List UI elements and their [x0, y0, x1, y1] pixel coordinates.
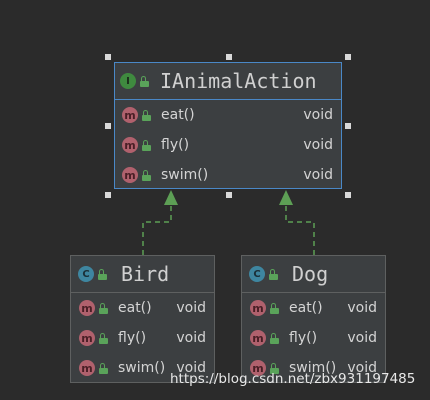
method-return-type: void [303, 167, 333, 183]
resize-handle-right[interactable] [345, 123, 351, 129]
class-icon: C [249, 266, 265, 282]
class-title: Bird [121, 262, 170, 286]
method-icon: m [122, 167, 138, 183]
method-icon: m [250, 300, 266, 316]
public-lock-icon [269, 268, 278, 280]
method-icon: m [250, 360, 266, 376]
class-box-dog[interactable]: C Dog m eat() void m fly() void m swim()… [241, 255, 386, 383]
method-name: fly() [118, 330, 147, 346]
class-method-row[interactable]: m fly() void [71, 323, 214, 353]
class-method-row[interactable]: m eat() void [242, 293, 385, 323]
class-method-row[interactable]: m fly() void [242, 323, 385, 353]
class-header[interactable]: C Dog [242, 256, 385, 293]
method-name: eat() [118, 300, 152, 316]
method-return-type: void [347, 330, 377, 346]
method-icon: m [79, 300, 95, 316]
method-return-type: void [176, 330, 206, 346]
interface-method-row[interactable]: m fly() void [115, 130, 341, 160]
method-return-type: void [347, 360, 377, 376]
resize-handle-bottom[interactable] [226, 192, 232, 198]
class-title: Dog [292, 262, 329, 286]
resize-handle-top[interactable] [226, 54, 232, 60]
method-return-type: void [176, 360, 206, 376]
method-return-type: void [303, 107, 333, 123]
method-name: eat() [289, 300, 323, 316]
public-lock-icon [99, 362, 108, 374]
method-icon: m [122, 137, 138, 153]
resize-handle-top-right[interactable] [345, 54, 351, 60]
interface-box[interactable]: I IAnimalAction m eat() void m fly() voi… [114, 62, 342, 189]
bird-realization-link [142, 190, 178, 255]
method-name: fly() [161, 137, 190, 153]
method-name: swim() [118, 360, 166, 376]
method-name: swim() [161, 167, 209, 183]
method-icon: m [122, 107, 138, 123]
dog-realization-link [279, 190, 315, 255]
public-lock-icon [140, 75, 149, 87]
method-name: swim() [289, 360, 337, 376]
method-icon: m [250, 330, 266, 346]
public-lock-icon [270, 332, 279, 344]
class-box-bird[interactable]: C Bird m eat() void m fly() void m swim(… [70, 255, 215, 383]
class-method-row[interactable]: m eat() void [71, 293, 214, 323]
method-icon: m [79, 330, 95, 346]
resize-handle-top-left[interactable] [105, 54, 111, 60]
resize-handle-bottom-right[interactable] [345, 192, 351, 198]
public-lock-icon [142, 169, 151, 181]
dog-realization-arrowhead [279, 190, 293, 205]
bird-realization-arrowhead [164, 190, 178, 205]
public-lock-icon [270, 302, 279, 314]
public-lock-icon [98, 268, 107, 280]
public-lock-icon [142, 109, 151, 121]
public-lock-icon [142, 139, 151, 151]
resize-handle-bottom-left[interactable] [105, 192, 111, 198]
method-return-type: void [176, 300, 206, 316]
watermark-url: https://blog.csdn.net/zbx931197485 [170, 371, 416, 387]
interface-method-row[interactable]: m swim() void [115, 160, 341, 190]
method-return-type: void [347, 300, 377, 316]
interface-title: IAnimalAction [160, 69, 317, 93]
class-header[interactable]: C Bird [71, 256, 214, 293]
class-icon: C [78, 266, 94, 282]
class-method-row[interactable]: m swim() void [242, 353, 385, 383]
method-name: fly() [289, 330, 318, 346]
method-return-type: void [303, 137, 333, 153]
public-lock-icon [99, 332, 108, 344]
public-lock-icon [99, 302, 108, 314]
class-method-row[interactable]: m swim() void [71, 353, 214, 383]
interface-method-row[interactable]: m eat() void [115, 100, 341, 130]
resize-handle-left[interactable] [105, 123, 111, 129]
method-icon: m [79, 360, 95, 376]
interface-header[interactable]: I IAnimalAction [115, 63, 341, 100]
method-name: eat() [161, 107, 195, 123]
public-lock-icon [270, 362, 279, 374]
interface-icon: I [120, 73, 136, 89]
